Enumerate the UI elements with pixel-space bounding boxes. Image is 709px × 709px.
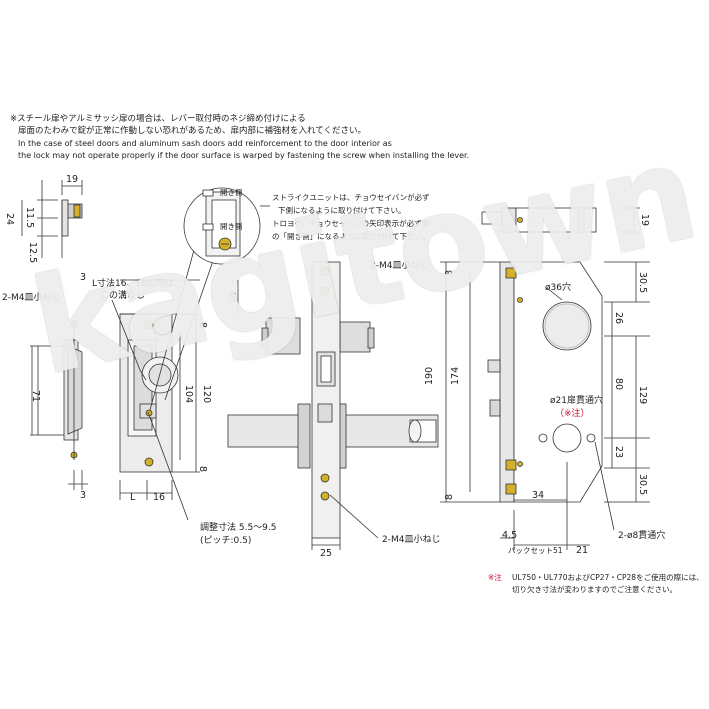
dim-174: 174 bbox=[450, 367, 461, 385]
label-adjust-2: (ピッチ:0.5) bbox=[200, 535, 251, 546]
dim-11-5: 11.5 bbox=[24, 207, 35, 228]
strike-note-line1: ストライクユニットは、チョウセイバンが必ず bbox=[272, 192, 430, 202]
note-en-line2: the lock may not operate properly if the… bbox=[18, 151, 470, 160]
footnote-mark: ※注 bbox=[488, 572, 502, 582]
note-jp-line2: 扉面のたわみで錠が正常に作動しない恐れがあるため、扉内部に補強材を入れてください… bbox=[18, 126, 366, 136]
dim-8-c: 8 bbox=[444, 270, 455, 276]
lock-case-front-view bbox=[487, 261, 603, 503]
dim-19-top: 19 bbox=[66, 174, 78, 185]
detail-open-side-bottom: 開き側 bbox=[220, 221, 243, 231]
detail-circle bbox=[183, 187, 261, 265]
dim-12-5: 12.5 bbox=[27, 242, 38, 263]
dim-30-5-bottom: 30.5 bbox=[637, 474, 648, 495]
strike-side-view bbox=[61, 199, 83, 258]
label-adjust-1: 調整寸法 5.5～9.5 bbox=[200, 521, 277, 533]
note-jp-line1: ※スチール扉やアルミサッシ扉の場合は、レバー取付時のネジ締め付けによる bbox=[10, 114, 306, 124]
strike-front-view bbox=[37, 320, 83, 460]
strike-note-line2: 下側になるように取り付けて下さい。 bbox=[278, 205, 406, 215]
footnote-line1: UL750・UL770およびCP27・CP28をご使用の際には、 bbox=[512, 572, 704, 582]
note-en-line1: In the case of steel doors and aluminum … bbox=[18, 139, 392, 148]
dim-190: 190 bbox=[424, 367, 435, 385]
label-screw-left: 2-M4皿小ねじ bbox=[2, 292, 60, 303]
dim-80: 80 bbox=[613, 378, 624, 390]
dim-21: 21 bbox=[576, 545, 588, 556]
dim-L: L bbox=[130, 492, 136, 503]
dim-3-bottom: 3 bbox=[80, 490, 86, 501]
label-hole-21: ø21扉貫通穴 bbox=[550, 394, 603, 406]
label-backset: バックセット51 bbox=[508, 546, 563, 555]
label-hole-21-note: （※注） bbox=[555, 407, 590, 419]
dim-25: 25 bbox=[320, 548, 332, 559]
label-hole-36: ø36穴 bbox=[545, 281, 571, 293]
dim-23: 23 bbox=[613, 446, 624, 458]
lever-handle-set bbox=[227, 261, 439, 539]
dim-8-d: 8 bbox=[444, 494, 455, 500]
footnote-line2: 切り欠き寸法が変わりますのでご注意ください。 bbox=[512, 584, 677, 594]
label-groove-note-2: この溝なし bbox=[100, 289, 145, 301]
dim-8-a: 8 bbox=[197, 322, 208, 328]
dim-30-5-top: 30.5 bbox=[637, 272, 648, 293]
label-screw-center: 2-M4皿小ねじ bbox=[382, 534, 440, 545]
label-groove-note-1: L寸法16、18の時は、 bbox=[92, 277, 183, 289]
dim-120: 120 bbox=[201, 385, 212, 403]
dim-40: 40 bbox=[226, 290, 237, 302]
dim-34: 34 bbox=[532, 490, 544, 501]
label-screw-center-top: 2-M4皿小ねじ bbox=[370, 260, 428, 271]
dim-71: 71 bbox=[30, 390, 41, 402]
detail-open-side-top: 開き側 bbox=[220, 187, 243, 197]
dim-3-top: 3 bbox=[80, 272, 86, 283]
dim-8-b: 8 bbox=[197, 466, 208, 472]
dim-129: 129 bbox=[637, 386, 648, 404]
dim-19-right: 19 bbox=[639, 214, 650, 226]
dim-24: 24 bbox=[4, 213, 15, 225]
strike-note-line3: トロヨケ、チョウセイバンの矢印表示が必ず扉 bbox=[272, 218, 430, 228]
dim-4-5: 4.5 bbox=[502, 530, 517, 541]
dim-16: 16 bbox=[153, 492, 165, 503]
strike-note-line4: の「開き側」になるように取り付けて下さい。 bbox=[272, 231, 430, 241]
dim-104: 104 bbox=[183, 385, 194, 403]
strike-plate bbox=[119, 313, 179, 473]
dim-26: 26 bbox=[613, 312, 624, 324]
lock-case-top-view bbox=[481, 207, 597, 233]
label-hole-8: 2-ø8貫通穴 bbox=[618, 529, 665, 541]
